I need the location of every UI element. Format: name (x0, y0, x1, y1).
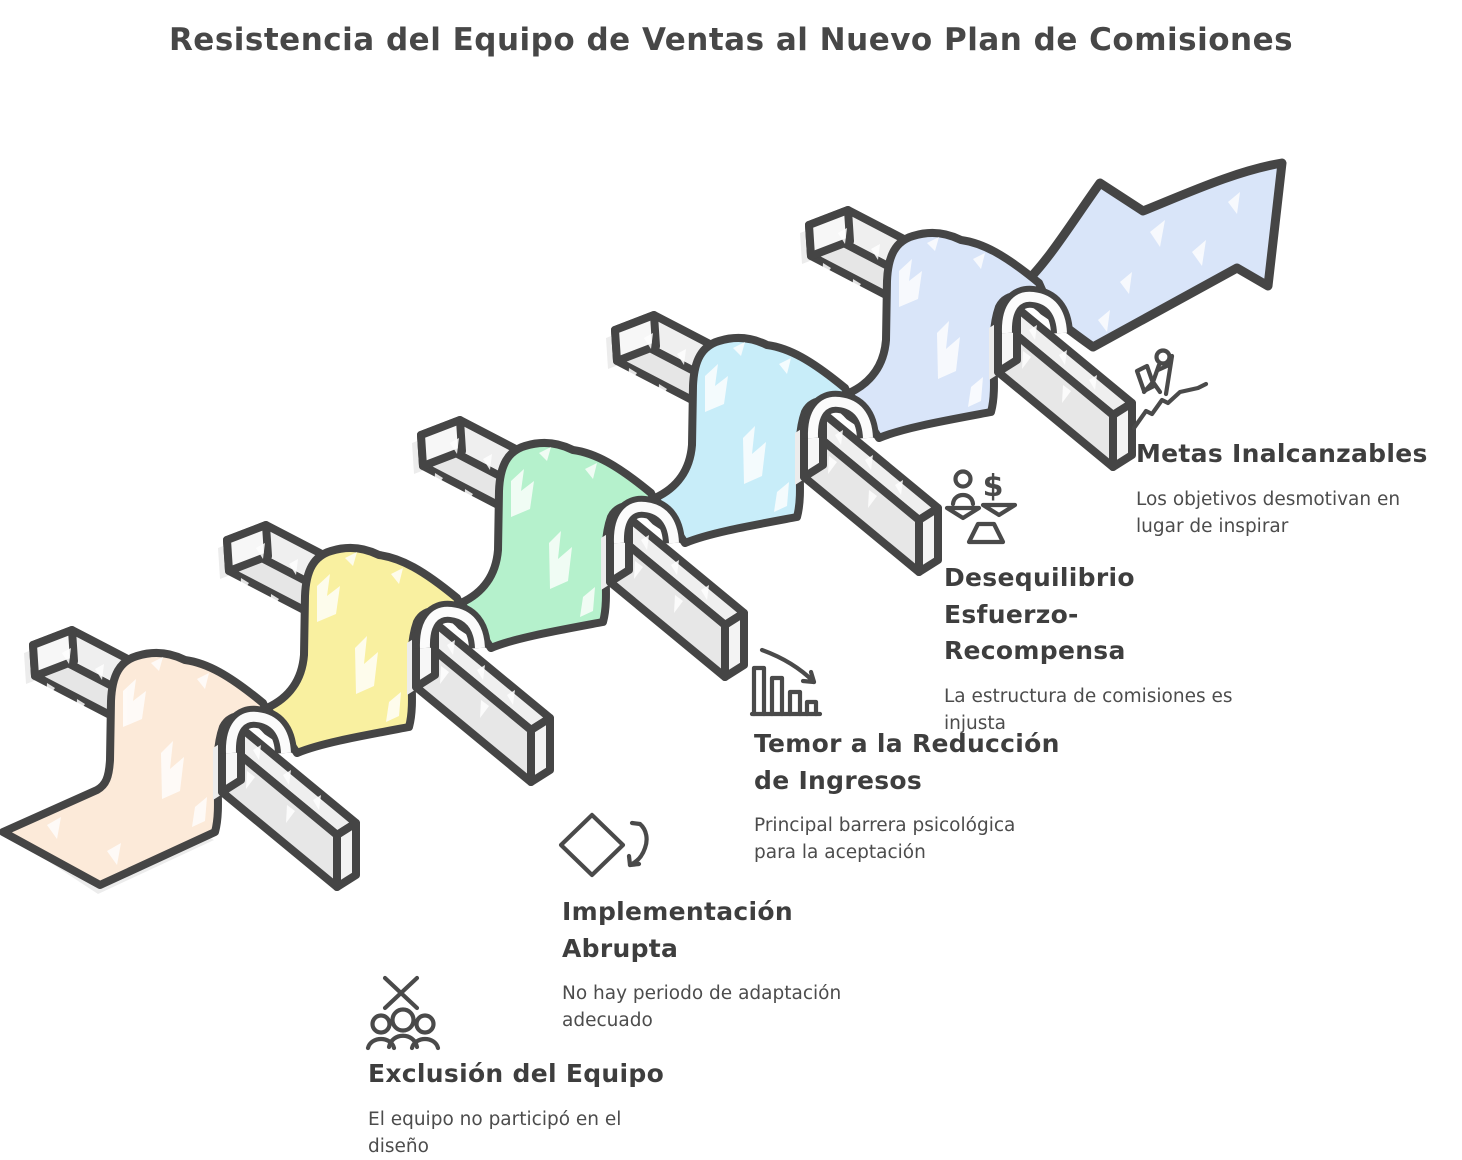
step-description: La estructura de comisiones es injusta (944, 685, 1233, 734)
step-title: Metas Inalcanzables (1136, 439, 1428, 468)
step-label-1: Exclusión del Equipo El equipo no partic… (368, 1056, 668, 1160)
step-label-2: Implementación Abrupta No hay periodo de… (562, 894, 841, 1034)
dollar-glyph: $ (983, 469, 1004, 504)
step-description: No hay periodo de adaptación adecuado (562, 983, 842, 1031)
unreachable-goals-icon (1131, 348, 1209, 431)
step-description: El equipo no participó en el diseño (368, 1108, 622, 1157)
step-title: Exclusión del Equipo (368, 1059, 665, 1088)
step-description: Los objetivos desmotivan en lugar de ins… (1136, 488, 1401, 537)
team-exclusion-icon (365, 975, 441, 1051)
step-label-4: Desequilibrio Esfuerzo-Recompensa La est… (944, 560, 1248, 737)
hurdle-step-1 (0, 630, 356, 887)
step-label-3: Temor a la Reducción de Ingresos Princip… (754, 726, 1066, 866)
step-title: Desequilibrio Esfuerzo-Recompensa (944, 563, 1135, 665)
effort-reward-imbalance-icon: $ (944, 469, 1018, 545)
step-title: Implementación Abrupta (562, 897, 793, 963)
step-description: Principal barrera psicológica para la ac… (754, 815, 1016, 863)
income-reduction-fear-icon (749, 647, 823, 717)
step-title: Temor a la Reducción de Ingresos (754, 729, 1060, 795)
step-label-5: Metas Inalcanzables Los objetivos desmot… (1136, 436, 1448, 540)
diagram-title: Resistencia del Equipo de Ventas al Nuev… (168, 22, 1294, 58)
abrupt-implementation-icon (558, 812, 649, 878)
